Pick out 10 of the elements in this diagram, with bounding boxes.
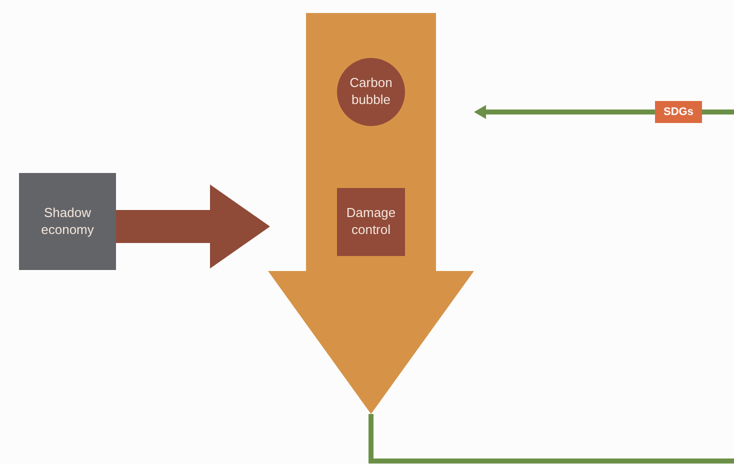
process-box bbox=[19, 173, 116, 270]
node-label: Shadow economy bbox=[40, 204, 95, 238]
arrow bbox=[474, 105, 655, 119]
connector-line bbox=[368, 110, 734, 464]
block-arrow bbox=[116, 184, 270, 268]
tag-box bbox=[655, 101, 702, 123]
node-label: Damage control bbox=[345, 205, 397, 239]
node-label: Carbon bubble bbox=[348, 75, 394, 109]
node-label: SDGs bbox=[664, 104, 694, 120]
process-box bbox=[337, 188, 405, 256]
